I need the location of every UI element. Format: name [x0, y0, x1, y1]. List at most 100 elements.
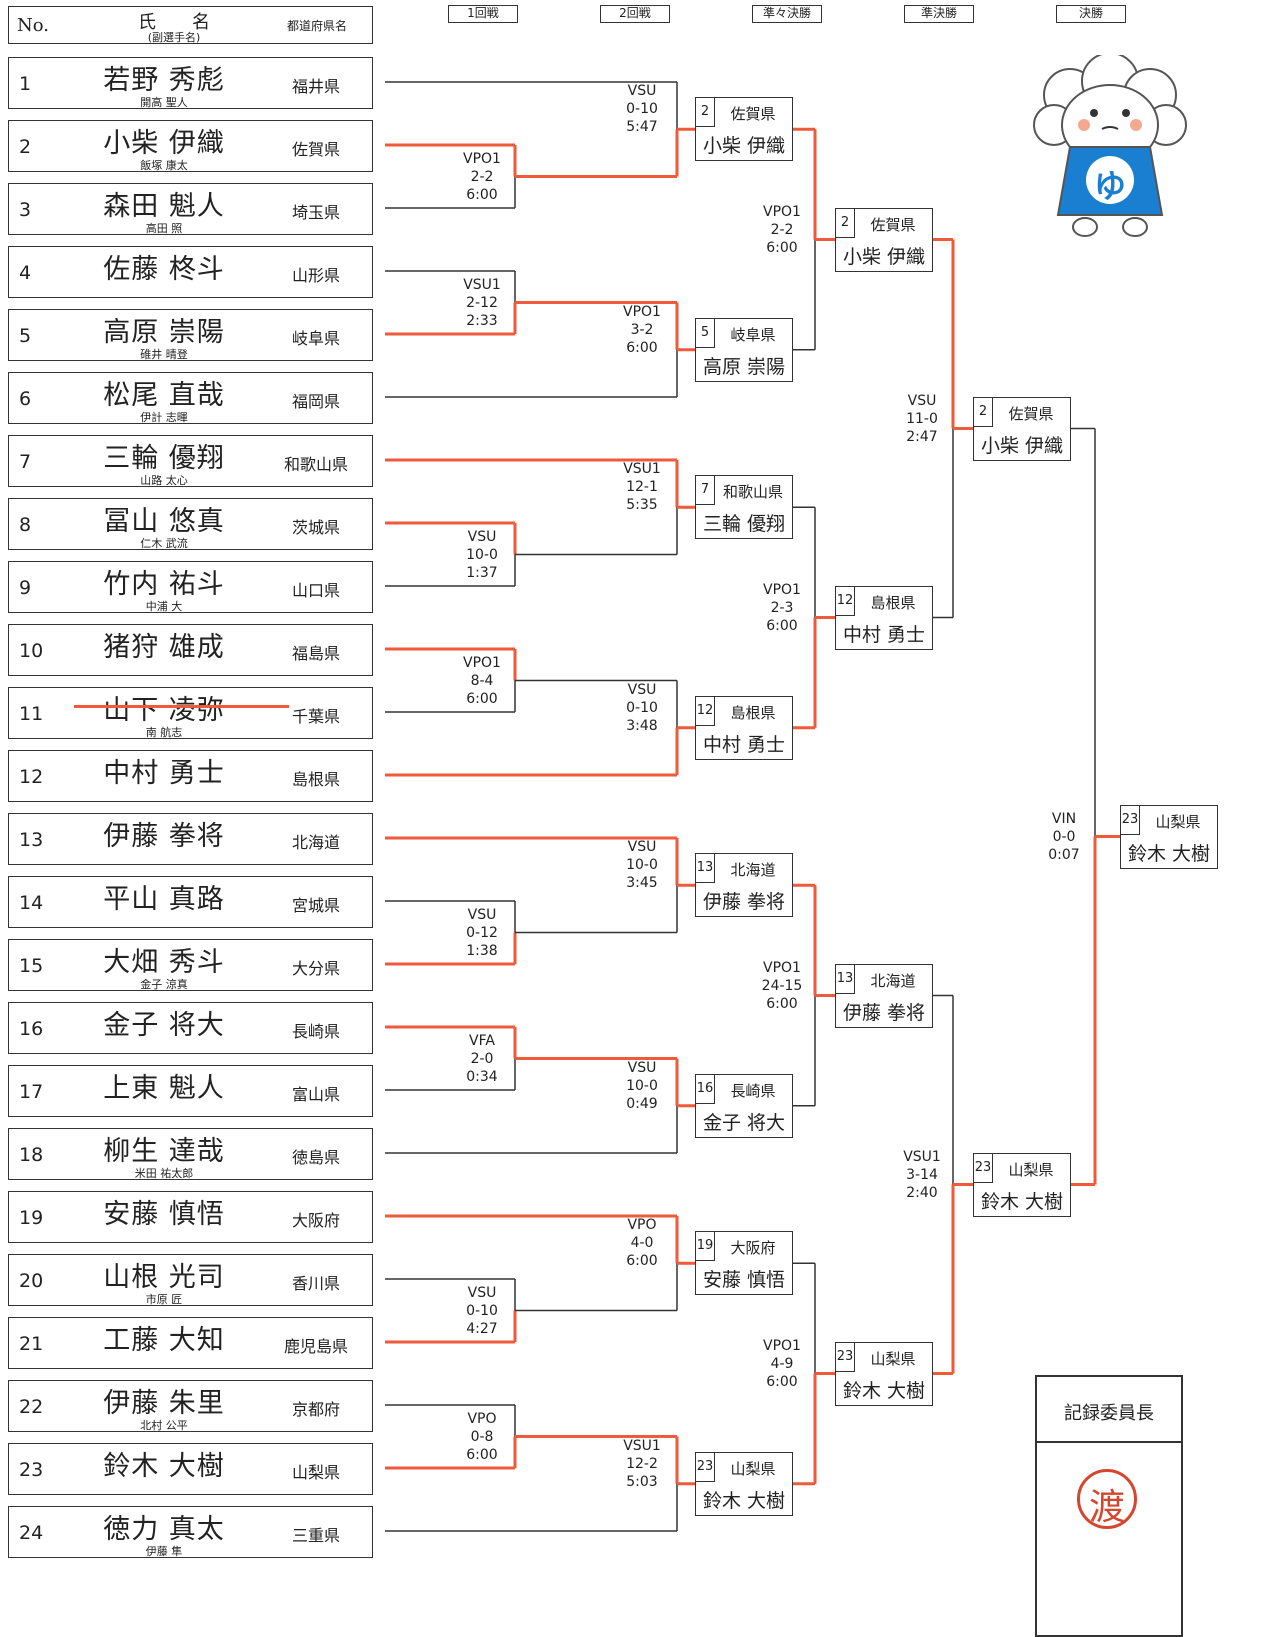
score-line: 0:07	[1048, 846, 1080, 863]
score-line: 0-12	[466, 924, 498, 941]
entry-name: 山下 凌弥	[103, 695, 225, 726]
entry-sub-name: 市原 匠	[145, 1293, 183, 1306]
winner-prefecture: 山梨県	[870, 1349, 916, 1368]
winner-prefecture: 大阪府	[730, 1239, 776, 1258]
round-header-1: 1回戦	[448, 5, 518, 23]
entry-name: 松尾 直哉	[103, 380, 225, 411]
entry-prefecture: 福井県	[291, 77, 340, 96]
score-line: VSU	[627, 1059, 657, 1076]
header-no-cell: No. 氏 名 (副選手名) 都道府県名	[8, 6, 373, 44]
entry-prefecture: 埼玉県	[291, 203, 340, 222]
entry-prefecture: 山梨県	[291, 1463, 340, 1482]
entry-number: 23	[19, 1459, 44, 1481]
score-line: 6:00	[766, 995, 798, 1012]
score-line: 3-2	[630, 321, 654, 338]
winner-name: 小柴 伊織	[980, 434, 1064, 457]
entry-number: 11	[19, 703, 44, 725]
entry-sub-name: 中浦 大	[145, 600, 183, 613]
score-line: 6:00	[626, 339, 658, 356]
score-line: VPO1	[763, 1337, 801, 1354]
entry-number: 20	[19, 1270, 44, 1292]
entry-prefecture: 富山県	[291, 1085, 340, 1104]
entry-name: 三輪 優翔	[103, 443, 225, 474]
score-line: VPO1	[463, 654, 501, 671]
entry-prefecture: 山口県	[291, 581, 340, 600]
winner-name: 中村 勇士	[702, 733, 786, 756]
seed-number: 7	[696, 476, 715, 506]
entry-prefecture: 長崎県	[291, 1022, 340, 1041]
header-no: No.	[17, 15, 49, 36]
entry-number: 6	[19, 388, 32, 410]
entry-name: 竹内 祐斗	[103, 569, 225, 600]
score-line: VPO1	[763, 203, 801, 220]
entry-sub-name: 伊藤 隼	[145, 1545, 183, 1558]
seed-number: 23	[974, 1153, 993, 1183]
score-line: 3:45	[626, 875, 658, 892]
entry-number: 4	[19, 262, 32, 284]
entry-number: 10	[19, 640, 44, 662]
score-line: VFA	[469, 1032, 495, 1049]
score-line: 2-0	[470, 1050, 494, 1067]
score-line: 2-3	[770, 599, 794, 616]
entry-number: 16	[19, 1018, 44, 1040]
entry-prefecture: 千葉県	[291, 707, 340, 726]
seed-number: 2	[836, 208, 855, 238]
score-line: VSU1	[903, 1148, 941, 1165]
entry-number: 14	[19, 892, 44, 914]
entry-name: 若野 秀彪	[103, 65, 225, 96]
entry-prefecture: 福岡県	[291, 392, 340, 411]
score-line: 6:00	[766, 239, 798, 256]
entry-name: 金子 将大	[103, 1010, 225, 1041]
seed-number: 13	[836, 964, 855, 994]
entry-sub-name: 高田 照	[145, 222, 183, 235]
header-prefecture: 都道府県名	[286, 19, 347, 33]
score-line: 2:40	[906, 1184, 938, 1201]
entry-sub-name: 南 航志	[145, 726, 183, 739]
winner-name: 安藤 慎悟	[702, 1269, 786, 1292]
score-line: 1:37	[466, 564, 498, 581]
score-line: VSU1	[623, 461, 661, 478]
score-line: 0-10	[466, 1302, 498, 1319]
entry-row: 11 山下 凌弥南 航志 千葉県	[8, 687, 373, 739]
round-header-5: 決勝	[1056, 5, 1126, 23]
score-line: 2:47	[906, 428, 938, 445]
entry-prefecture: 山形県	[291, 266, 340, 285]
official-seal-box: 記録委員長 渡	[1035, 1375, 1183, 1637]
winner-name: 中村 勇士	[842, 623, 926, 646]
score-line: VSU1	[623, 1437, 661, 1454]
seed-number: 5	[696, 318, 715, 348]
winner-prefecture: 長崎県	[730, 1081, 776, 1100]
winner-name: 鈴木 大樹	[1127, 842, 1211, 865]
score-line: 6:00	[626, 1253, 658, 1270]
score-line: 0-10	[626, 699, 658, 716]
entry-number: 19	[19, 1207, 44, 1229]
entry-row: 16 金子 将大 長崎県	[8, 1002, 373, 1054]
seed-number: 23	[1121, 805, 1140, 835]
entry-name: 猪狩 雄成	[103, 632, 225, 663]
score-line: VSU	[627, 839, 657, 856]
entry-prefecture: 北海道	[291, 833, 340, 852]
